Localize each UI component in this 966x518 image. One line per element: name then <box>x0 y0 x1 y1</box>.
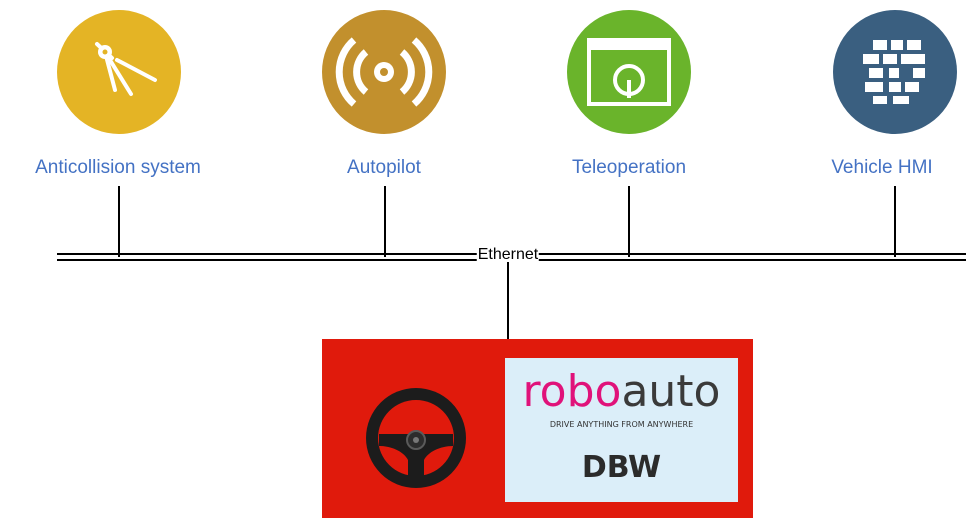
dashboard-window-icon <box>567 10 691 134</box>
node-label-autopilot: Autopilot <box>347 157 421 178</box>
roboauto-logo: roboauto <box>505 366 738 418</box>
node-label-vehicle-hmi: Vehicle HMI <box>831 157 933 178</box>
logo-robo-text: robo <box>522 366 622 417</box>
grid-blocks-icon <box>833 10 957 134</box>
compass-icon <box>57 10 181 134</box>
logo-tagline: DRIVE ANYTHING FROM ANYWHERE <box>549 420 694 429</box>
connector-anticollision <box>118 186 120 257</box>
connector-dbw <box>507 262 509 339</box>
steering-wheel-icon <box>366 388 466 488</box>
connector-autopilot <box>384 186 386 257</box>
connector-teleoperation <box>628 186 630 257</box>
node-label-teleoperation: Teleoperation <box>571 157 687 178</box>
logo-auto-text: auto <box>621 366 721 417</box>
dbw-title: DBW <box>581 450 662 485</box>
connector-vehicle-hmi <box>894 186 896 257</box>
ethernet-bus-label: Ethernet <box>476 245 540 265</box>
broadcast-icon <box>322 10 446 134</box>
roboauto-logo-panel: roboauto DRIVE ANYTHING FROM ANYWHERE DB… <box>505 358 738 502</box>
node-label-anticollision: Anticollision system <box>35 157 201 178</box>
